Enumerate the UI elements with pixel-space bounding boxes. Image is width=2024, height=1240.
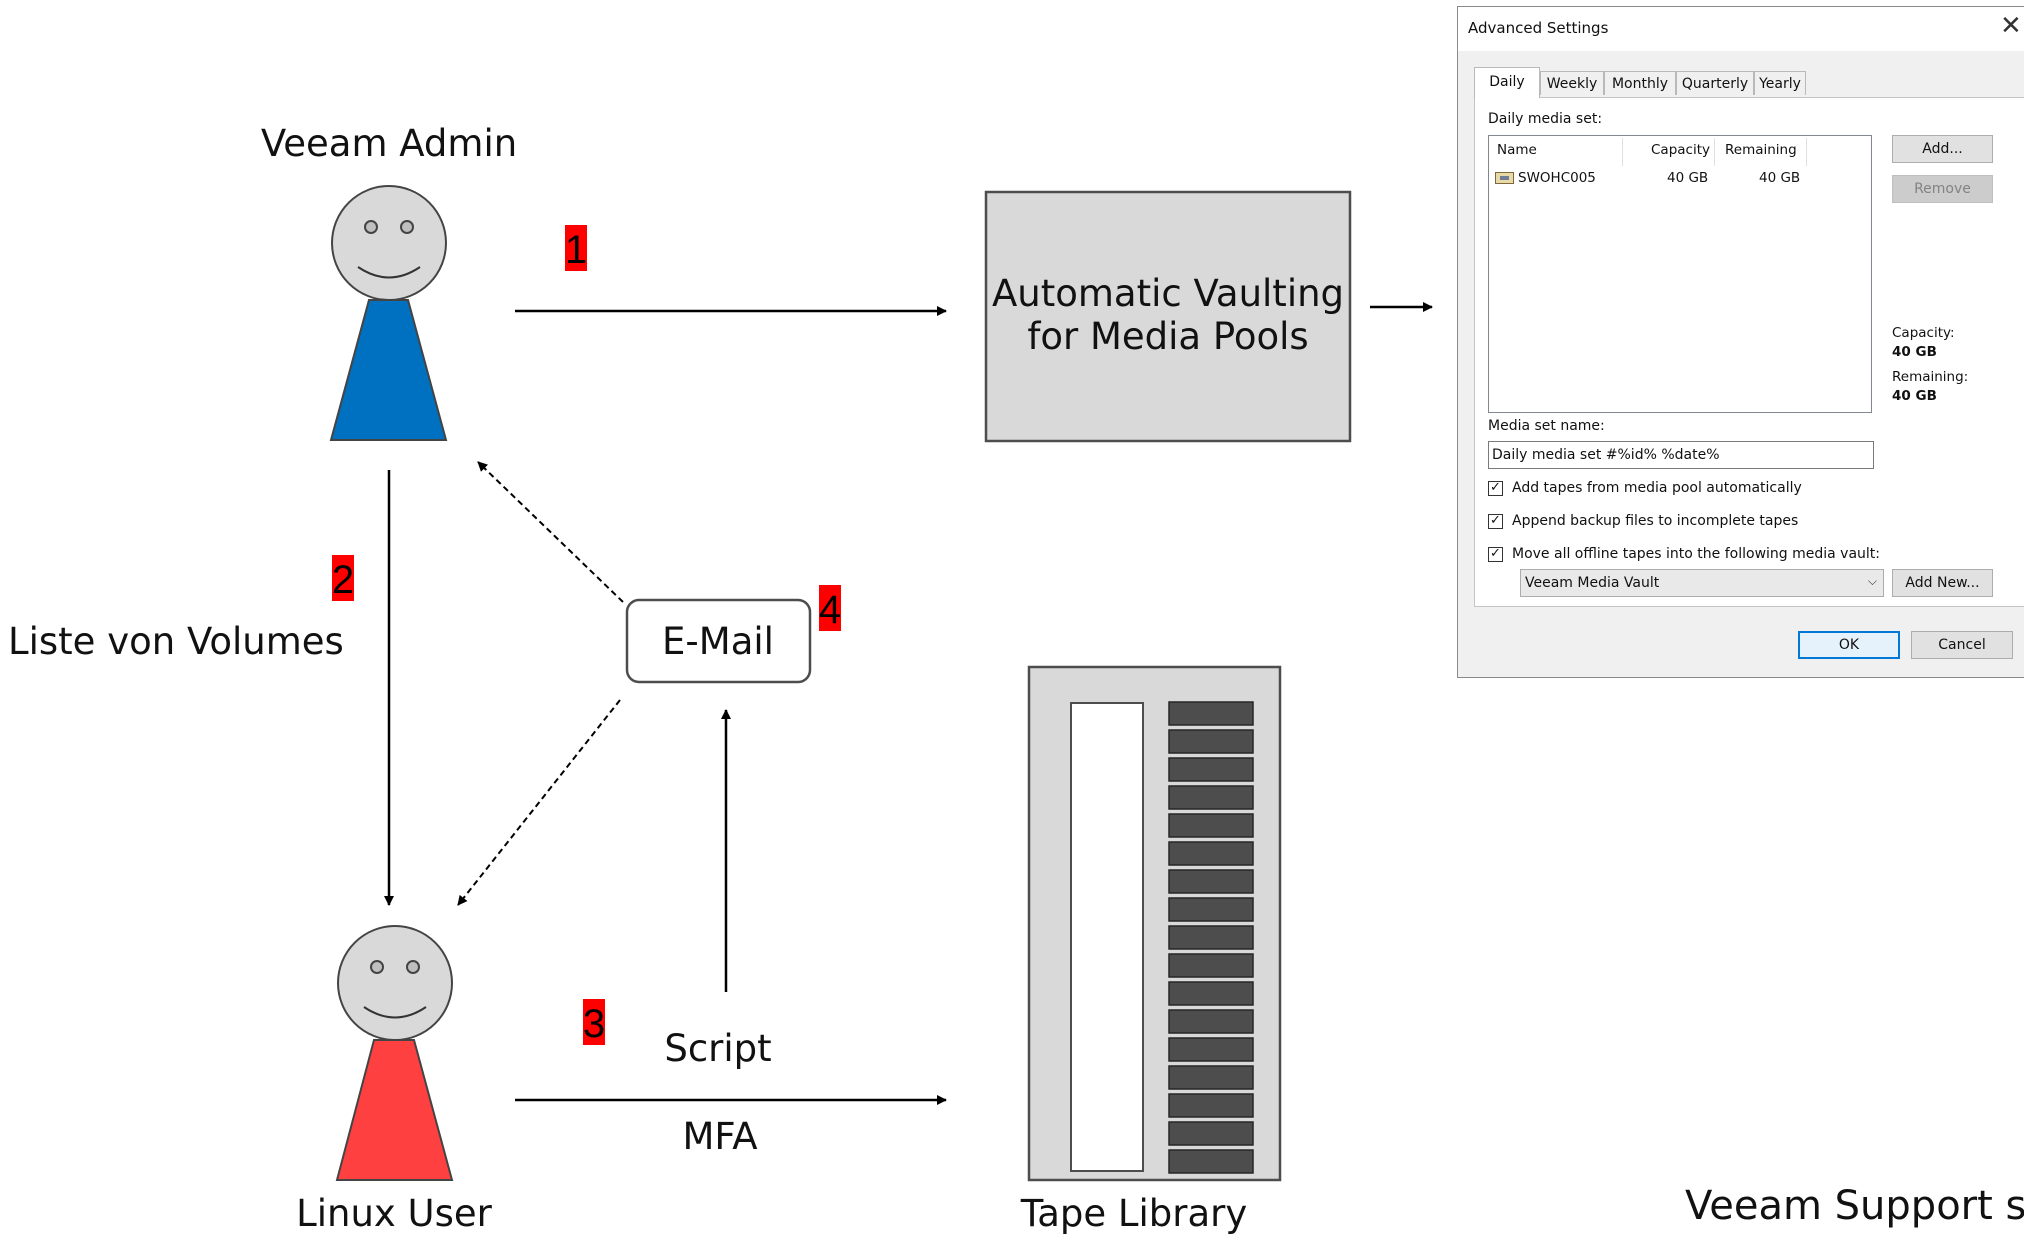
user-figure [335,925,454,1181]
tape-slot [1168,757,1254,782]
vaulting-box-line1: Automatic Vaulting [992,272,1344,315]
move-offline-checkbox[interactable]: ✓ [1488,547,1503,562]
tape-library-label: Tape Library [1020,1192,1248,1235]
admin-figure [329,185,448,441]
remaining-label: Remaining: [1892,369,1969,385]
column-separator [1622,138,1623,166]
column-separator [1806,138,1807,166]
close-icon[interactable]: ✕ [2000,11,2022,41]
vaulting-box [984,190,1352,443]
user-smile [363,1006,427,1019]
add-tapes-label: Add tapes from media pool automatically [1512,480,1802,496]
tape-library-door [1070,702,1144,1172]
column-header-name[interactable]: Name [1497,142,1537,158]
user-eye-right [406,960,420,974]
add-tapes-checkbox[interactable]: ✓ [1488,481,1503,496]
media-set-name-label: Media set name: [1488,418,1605,434]
support-caption: Veeam Support se [1685,1183,2024,1229]
user-head [337,925,453,1041]
step-badge-3-text: 3 [583,1002,605,1046]
tape-slot [1168,785,1254,810]
dialog-title: Advanced Settings [1468,19,1609,37]
tape-slot [1168,1065,1254,1090]
row-capacity: 40 GB [1667,170,1709,186]
capacity-value: 40 GB [1892,344,1937,360]
step-badge-1-text: 1 [565,228,587,272]
admin-smile [357,266,421,279]
tab-weekly[interactable]: Weekly [1540,71,1604,95]
email-box [625,598,812,684]
advanced-settings-dialog: Advanced Settings ✕ Daily Weekly Monthly… [1457,6,2024,678]
remove-button[interactable]: Remove [1892,175,1993,203]
media-set-name-input[interactable]: Daily media set #%id% %date% [1488,441,1874,469]
dialog-titlebar: Advanced Settings ✕ [1458,7,2024,51]
column-separator [1714,138,1715,166]
user-eye-left [370,960,384,974]
dashed-arrow-email-to-user [457,699,621,906]
user-body [335,1039,454,1181]
column-header-remaining[interactable]: Remaining [1725,142,1797,158]
move-offline-label: Move all offline tapes into the followin… [1512,546,1881,562]
admin-label: Veeam Admin [261,122,517,165]
tape-slot [1168,869,1254,894]
tab-quarterly[interactable]: Quarterly [1676,71,1754,95]
tape-slot [1168,841,1254,866]
column-header-capacity[interactable]: Capacity [1651,142,1710,158]
step-badge-3 [583,999,605,1045]
mfa-label: MFA [682,1115,757,1158]
tape-slot [1168,1093,1254,1118]
capacity-label: Capacity: [1892,325,1955,341]
tape-slot [1168,813,1254,838]
tape-slots [1168,701,1254,1174]
ok-button[interactable]: OK [1798,631,1900,659]
admin-body [329,299,448,441]
tape-slot [1168,925,1254,950]
step-badge-4 [819,585,841,631]
tape-slot [1168,897,1254,922]
tape-slot [1168,1037,1254,1062]
tab-monthly[interactable]: Monthly [1604,71,1676,95]
tape-slot [1168,1121,1254,1146]
tape-slot [1168,729,1254,754]
user-label: Linux User [296,1192,493,1235]
vaulting-box-line2: for Media Pools [1027,315,1308,358]
tape-slot [1168,953,1254,978]
media-vault-value: Veeam Media Vault [1525,575,1660,591]
tab-daily[interactable]: Daily [1474,67,1540,98]
row-name: SWOHC005 [1518,170,1596,186]
tape-slot [1168,1149,1254,1174]
step-badge-4-text: 4 [819,588,841,632]
admin-eye-left [364,220,378,234]
email-box-label: E-Mail [662,620,774,663]
add-button[interactable]: Add... [1892,135,1993,163]
admin-head [331,185,447,301]
tab-yearly[interactable]: Yearly [1754,71,1806,95]
dashed-arrow-email-to-admin [477,461,624,603]
script-label: Script [664,1027,771,1070]
tape-slot [1168,701,1254,726]
step-badge-1 [565,225,587,271]
remaining-value: 40 GB [1892,388,1937,404]
tape-icon [1495,172,1514,184]
add-new-vault-button[interactable]: Add New... [1892,569,1993,597]
append-backup-checkbox[interactable]: ✓ [1488,514,1503,529]
append-backup-label: Append backup files to incomplete tapes [1512,513,1799,529]
cancel-button[interactable]: Cancel [1911,631,2013,659]
volumes-label: Liste von Volumes [8,620,344,663]
tape-slot [1168,1009,1254,1034]
media-set-label: Daily media set: [1488,111,1603,127]
media-vault-select[interactable]: Veeam Media Vault ⌵ [1520,569,1884,597]
step-badge-2-text: 2 [332,558,354,602]
admin-eye-right [400,220,414,234]
tape-slot [1168,981,1254,1006]
chevron-down-icon: ⌵ [1867,574,1877,588]
step-badge-2 [332,555,354,601]
media-set-list[interactable]: Name Capacity Remaining SWOHC005 40 GB 4… [1488,135,1872,413]
row-remaining: 40 GB [1759,170,1801,186]
